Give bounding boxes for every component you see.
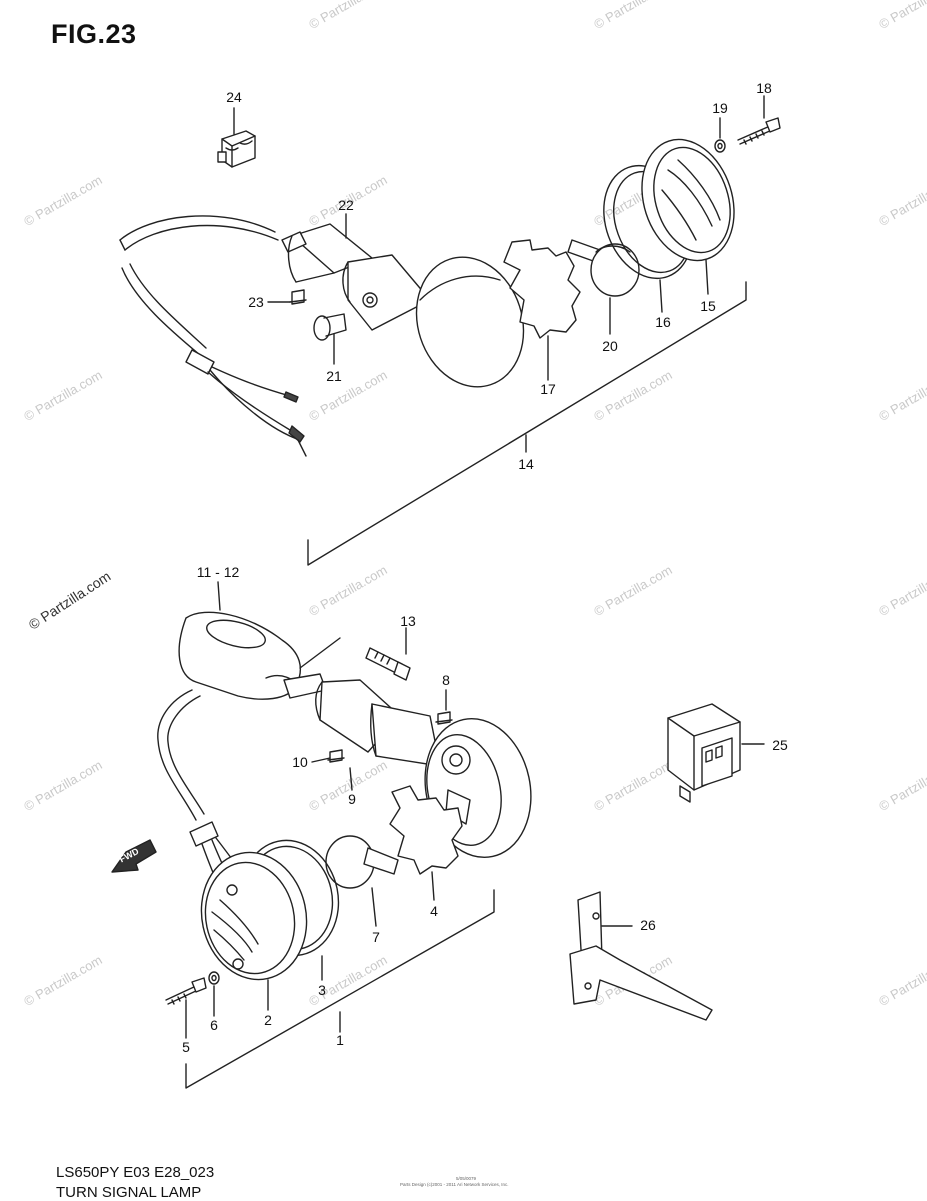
callout-6: 6 <box>210 1017 218 1033</box>
bolt-part-21 <box>313 313 347 341</box>
callout-5: 5 <box>182 1039 190 1055</box>
screw-part-8 <box>435 711 453 725</box>
callout-7: 7 <box>372 929 380 945</box>
callout-3: 3 <box>318 982 326 998</box>
gasket-part-4 <box>389 785 463 875</box>
callout-15: 15 <box>700 298 716 314</box>
screw-part-18 <box>737 117 781 145</box>
callout-11-12: 11 - 12 <box>196 564 240 580</box>
copyright-line-2: Parts Design (c)2001 - 2011 Ari Network … <box>400 1182 509 1187</box>
callout-9: 9 <box>348 791 356 807</box>
upper-wire-harness <box>119 215 307 457</box>
bulb-part-7 <box>325 835 399 889</box>
bracket-part-26 <box>569 891 713 1021</box>
washer-part-6 <box>208 971 220 985</box>
callout-23: 23 <box>248 294 264 310</box>
gasket-part-17 <box>503 239 581 339</box>
bulb-part-20 <box>567 239 640 297</box>
fwd-arrow-shape <box>111 839 157 873</box>
callout-17: 17 <box>540 381 556 397</box>
section-title: TURN SIGNAL LAMP <box>56 1184 202 1201</box>
holder-part-22 <box>281 223 431 331</box>
callout-13: 13 <box>400 613 416 629</box>
callout-8: 8 <box>442 672 450 688</box>
callout-26: 26 <box>640 917 656 933</box>
callout-22: 22 <box>338 197 354 213</box>
upper-lamp-housing <box>415 256 525 388</box>
callout-14: 14 <box>518 456 534 472</box>
washer-part-19 <box>714 139 726 153</box>
callout-18: 18 <box>756 80 772 96</box>
screw-part-10 <box>327 749 345 763</box>
callout-25: 25 <box>772 737 788 753</box>
relay-part-25 <box>667 703 741 803</box>
lens-part-2 <box>200 851 308 981</box>
holder-part-9 <box>283 673 441 767</box>
assembly-bracket-1 <box>185 889 495 1089</box>
callout-1: 1 <box>336 1032 344 1048</box>
copyright-line-1: 5/05/0079 <box>456 1176 477 1181</box>
callout-24: 24 <box>226 89 242 105</box>
callout-20: 20 <box>602 338 618 354</box>
screw-part-23 <box>289 289 307 305</box>
clamp-part-24 <box>217 130 256 168</box>
mount-cover-part-11-12 <box>178 611 301 700</box>
bolt-part-13 <box>299 637 411 681</box>
callout-19: 19 <box>712 100 728 116</box>
lens-part-15 <box>641 138 735 262</box>
callout-2: 2 <box>264 1012 272 1028</box>
screw-part-5 <box>165 977 207 1005</box>
callout-10: 10 <box>292 754 308 770</box>
callout-21: 21 <box>326 368 342 384</box>
callout-4: 4 <box>430 903 438 919</box>
model-code: LS650PY E03 E28_023 <box>56 1164 215 1181</box>
figure-title: FIG.23 <box>51 19 137 49</box>
assembly-bracket-14 <box>307 281 747 566</box>
callout-16: 16 <box>655 314 671 330</box>
